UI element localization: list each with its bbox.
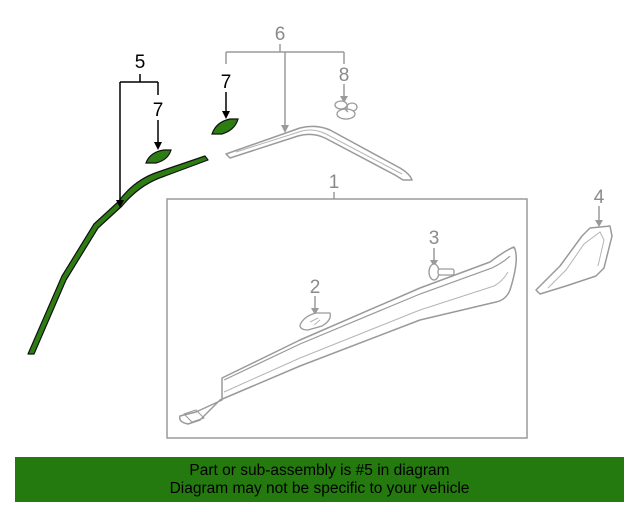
callout-5-arrowhead [116, 200, 124, 208]
callout-8-arrowhead [340, 96, 348, 103]
part-7-clip-right[interactable] [211, 118, 239, 135]
callout-6-bracket [225, 44, 345, 128]
callout-6-label: 6 [275, 24, 286, 45]
part-2-bracket[interactable] [299, 312, 331, 331]
info-banner: Part or sub-assembly is #5 in diagram Di… [15, 457, 624, 502]
part-4-mud-guard[interactable] [535, 225, 613, 295]
banner-line-1: Part or sub-assembly is #5 in diagram [189, 461, 450, 479]
part-1-panel-end-detail [183, 409, 205, 423]
part-2-bracket-detail [309, 317, 321, 326]
callout-7-right-arrowhead [222, 111, 230, 119]
part-1-panel-crease-upper [223, 255, 511, 381]
part-1-panel-crease-lower [223, 271, 509, 393]
part-3-fastener[interactable] [428, 263, 455, 281]
part-4-mud-guard-inner [547, 231, 605, 289]
callout-2-arrowhead [311, 308, 319, 315]
callout-7-left-label: 7 [153, 100, 164, 121]
callout-1-label: 1 [329, 172, 340, 193]
part-1-group-box [166, 198, 528, 439]
part-8-clip[interactable] [334, 100, 358, 120]
part-6-molding-inner-line [235, 129, 403, 175]
part-6-window-molding[interactable] [225, 125, 413, 181]
callout-2-label: 2 [310, 277, 321, 298]
callout-7-right-label: 7 [221, 72, 232, 93]
part-1-rocker-panel[interactable] [178, 246, 517, 425]
part-7-clip-left[interactable] [145, 149, 172, 164]
callout-4-arrowhead [595, 220, 603, 227]
part-5-molding-strip[interactable] [27, 155, 209, 355]
callout-5-bracket [119, 74, 159, 204]
callout-3-label: 3 [429, 228, 440, 249]
callout-7-left-arrowhead [154, 142, 162, 150]
callout-4-label: 4 [594, 187, 605, 208]
banner-line-2: Diagram may not be specific to your vehi… [169, 479, 470, 497]
callout-8-label: 8 [339, 65, 350, 86]
callout-6-arrowhead [281, 125, 289, 133]
callout-5-label: 5 [135, 52, 146, 73]
